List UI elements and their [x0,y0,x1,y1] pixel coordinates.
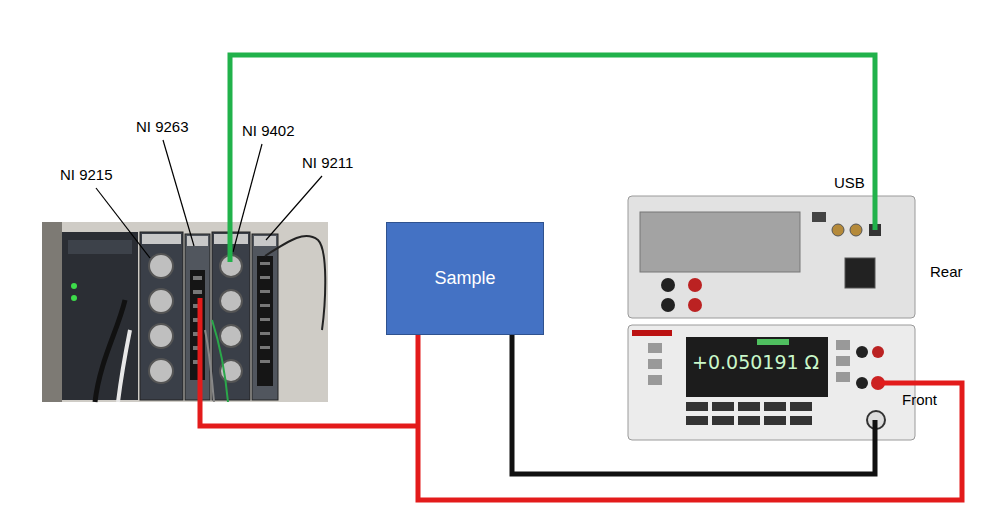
part-label: NI 9402 [242,122,295,140]
function-key [764,416,786,425]
terminal [260,318,270,321]
module-label-strip [142,234,181,244]
terminal [193,290,202,294]
soft-key [648,359,662,369]
part-label: USB [834,174,865,192]
node-label: Sample [434,268,495,289]
input-terminal [856,377,868,389]
side-key [836,356,850,366]
brand-strip [632,330,672,336]
accessory-slot-cover [640,212,800,272]
leader-line [233,144,262,252]
display-readout: +0.050191 Ω [692,352,819,373]
part-label: NI 9211 [302,154,353,172]
display-status-bar [757,339,789,345]
terminal [260,304,270,307]
function-key [738,402,760,411]
cable [205,330,214,402]
dmm-rear-panel [628,196,915,318]
trigger-connector [850,224,862,236]
rear-terminal [661,298,675,312]
cable [118,330,130,402]
lan-port [812,212,826,222]
part-label: NI 9263 [136,118,189,136]
trigger-connector [832,224,844,236]
chassis-top [68,240,132,254]
function-key [686,402,708,411]
soft-key [648,343,662,353]
module-9215 [140,232,183,400]
terminal [260,290,270,293]
leader-line [96,188,150,258]
display [686,337,828,397]
sense-terminal [856,346,868,358]
terminal [260,346,270,349]
terminal [193,276,202,280]
photo-ground [42,222,328,402]
function-key [738,416,760,425]
power-socket [845,258,875,288]
function-key [764,402,786,411]
terminal [260,360,270,363]
part-label: Front [902,391,937,409]
function-key [790,416,812,425]
rear-terminal [661,278,675,292]
bnc-connector [220,290,242,312]
side-key [836,372,850,382]
cable [265,236,325,330]
sample-box: Sample [386,222,544,335]
terminal [260,332,270,335]
photo-shadow [42,222,62,402]
side-key [836,340,850,350]
terminal [260,262,270,265]
green-usb-cable [230,55,875,262]
dmm-front-panel [628,325,915,440]
terminal [260,276,270,279]
terminal-block [257,256,273,386]
leader-line [266,176,322,240]
module-9211 [252,234,278,400]
bnc-connector [149,359,173,383]
function-key [790,402,812,411]
bnc-connector [220,325,242,347]
sense-terminal [872,346,884,358]
cable [212,320,228,402]
part-label: Rear [930,263,963,281]
rear-terminal [688,298,702,312]
module-label-strip [187,236,208,246]
rear-terminal [688,278,702,292]
module-label-strip [254,236,276,246]
status-led [71,295,77,301]
soft-key [648,375,662,385]
leader-line [163,140,194,246]
bnc-connector [149,324,173,348]
red-wire [418,335,962,500]
function-key [686,416,708,425]
status-led [71,283,77,289]
bnc-connector [149,289,173,313]
function-key [712,402,734,411]
bnc-connector [149,254,173,278]
function-key [712,416,734,425]
black-wire [512,335,875,474]
part-label: NI 9215 [60,166,113,184]
